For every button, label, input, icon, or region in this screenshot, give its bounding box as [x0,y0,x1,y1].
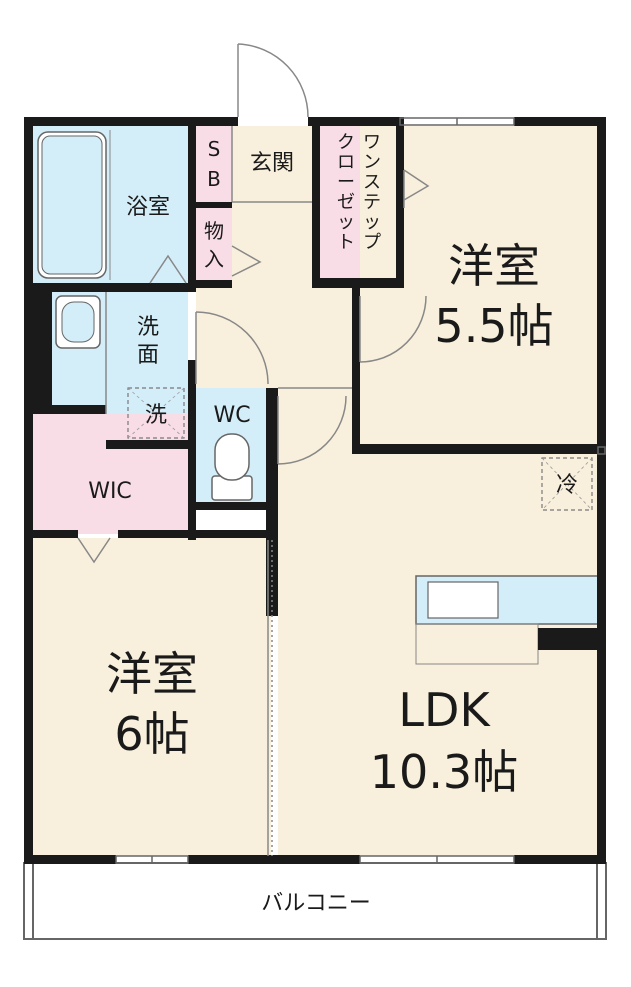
bath-door-mark [149,254,187,284]
wall-wash-left [24,283,52,413]
label-closet-col2: ク ロ ー ゼ ッ ト [337,132,355,253]
w1-door-arc [359,295,427,363]
closet-char: ス [363,172,381,193]
window-right [597,446,606,455]
fixtures [37,130,599,665]
wall-left [24,117,33,863]
wall-wash-right [188,360,196,540]
wall-right-bottom [597,454,606,863]
floor-ldk-upper [278,388,360,448]
label-western2-size: 6帖 [114,707,189,761]
windows [115,117,606,864]
wic-door-mark [77,537,111,564]
label-fridge: 冷 [556,473,578,498]
label-balcony: バルコニー [261,891,371,916]
kitchen-column [538,628,598,650]
label-western1-name: 洋室 [448,239,540,293]
wall-wic-bottom2 [118,530,278,538]
wc-door-arc [277,395,347,465]
closet-char: ッ [337,212,355,233]
wall-right-top [597,117,606,447]
closet-door-mark [403,169,430,201]
closet-char: ッ [363,212,381,233]
floor-wic [33,414,188,534]
walls [24,117,606,864]
labels: 浴室 S B 玄関 物 入 ワ ン ス テ ッ プ ク ロ ー ゼ ッ ト 洋室… [88,132,578,916]
wall-closet-right [396,117,404,288]
closet-char: プ [363,232,381,253]
label-washroom-2: 面 [137,343,159,368]
washer-diag2 [127,387,185,439]
closet-char: ワ [363,132,381,153]
wall-wic-top2 [106,440,196,449]
washbasin-bowl [61,301,95,343]
label-ldk-size: 10.3帖 [370,745,518,799]
wall-wic-top [24,405,106,414]
wall-sb-bottom [196,202,232,208]
label-wc: WC [213,403,250,428]
label-closet-col1: ワ ン ス テ ッ プ [363,132,381,253]
wall-bath-right [188,117,196,292]
wall-wc-bottom [196,502,278,510]
closet-char: ク [337,132,355,153]
fridge-space [541,457,593,511]
label-entrance: 玄関 [250,151,294,176]
wall-top-left [24,117,238,126]
bathtub-inner [41,135,103,275]
wall-closet-bottom [312,278,404,288]
label-sb-b: B [207,167,221,191]
label-ldk-name: LDK [398,683,491,737]
closet-char: ト [337,232,355,253]
closet-char: ロ [337,152,355,173]
closet-char: ゼ [337,192,355,213]
wall-wc-right [266,388,278,616]
closet-char: ー [337,172,355,193]
wash-door-arc [195,311,269,385]
label-washer: 洗 [145,403,167,428]
door-lines [77,43,430,856]
label-washroom-1: 洗 [137,315,159,340]
label-sb-s: S [208,137,221,161]
wall-top-mid [308,117,400,126]
closet-char: テ [363,192,381,213]
closet-char: ン [363,152,381,173]
wall-bath-bottom [24,283,196,292]
label-wic: WIC [88,479,132,504]
wall-bottom-right [514,855,606,864]
storage-door-mark [231,245,262,277]
wall-closet-left [312,117,320,288]
label-western1-size: 5.5帖 [434,299,553,353]
wall-bottom-left [24,855,116,864]
label-storage-2: 入 [204,247,224,271]
washer-space [127,387,185,439]
fridge-diag2 [541,457,593,511]
label-storage-1: 物 [204,219,224,243]
wall-wic-bottom [24,530,78,538]
label-western2-name: 洋室 [106,647,198,701]
toilet-bowl [214,433,250,481]
label-bath: 浴室 [126,195,170,220]
wall-top-right [514,117,606,126]
entrance-door-arc [237,43,309,118]
wall-bottom-mid [188,855,360,864]
wall-w1-left [352,288,360,454]
balcony-area [23,862,607,940]
wall-w1-bottom [352,444,606,454]
floor-storage [196,208,232,284]
wall-storage-bottom [188,280,232,288]
floor-western2 [33,538,271,856]
floor-entrance [232,126,312,202]
kitchen-sink [427,581,499,619]
floor-sb [196,126,232,202]
